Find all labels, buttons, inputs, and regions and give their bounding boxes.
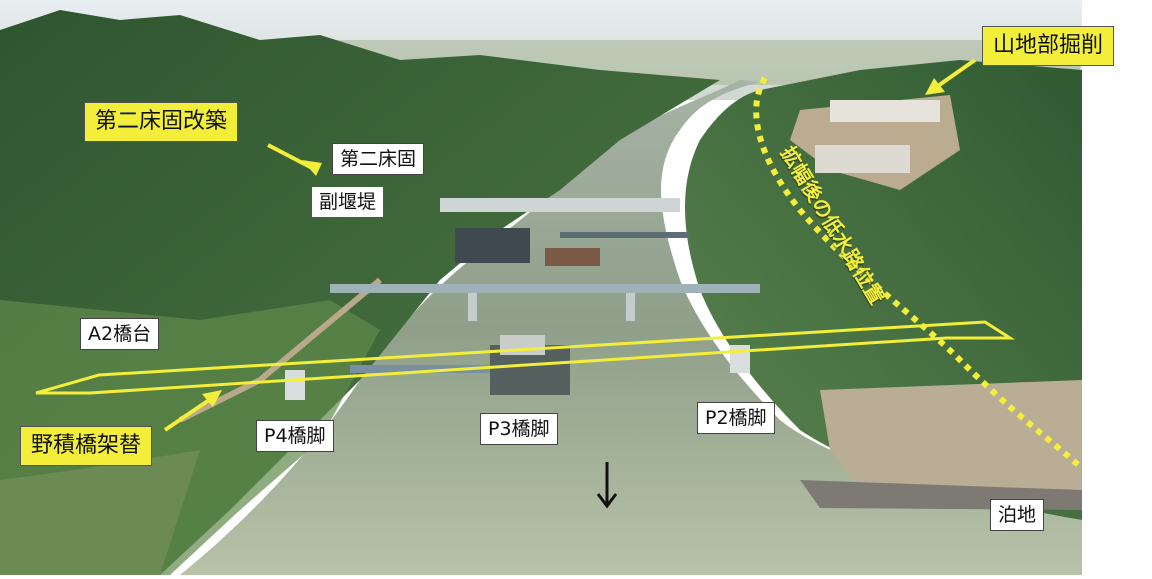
arrow-excavation	[933, 58, 977, 90]
mountain-excavation-label: 山地部掘削	[982, 26, 1115, 66]
a2-abutment-label: A2橋台	[80, 318, 160, 350]
p4-pier-label: P4橋脚	[256, 420, 334, 452]
left-shore	[0, 450, 200, 575]
existing-bridge	[330, 284, 760, 293]
bridge-pier-1	[468, 293, 477, 321]
p4-pier-works	[285, 370, 305, 400]
weir-bridge	[560, 232, 690, 238]
arrow-bridge-head	[202, 390, 222, 407]
arrow-bridge	[163, 396, 214, 432]
p3-pier-label: P3橋脚	[480, 413, 558, 445]
arrow-second-weir-head	[302, 160, 322, 176]
construction-yard	[820, 380, 1082, 500]
p2-pier-works	[730, 345, 750, 373]
p2-pier-label: P2橋脚	[697, 402, 775, 434]
anchorage-label: 泊地	[990, 499, 1045, 531]
second-weir-renovation-label: 第二床固改築	[84, 102, 239, 142]
weir-works-1	[455, 228, 530, 263]
sub-weir-label: 副堰堤	[312, 187, 384, 217]
weir-structure	[440, 198, 680, 212]
down-arrow-icon	[596, 462, 618, 509]
excavation-white	[830, 100, 940, 122]
river-water	[180, 80, 1082, 575]
weir-works-2	[545, 248, 600, 266]
low-water-channel-line	[753, 76, 1084, 471]
arrow-excavation-head	[925, 78, 945, 95]
second-weir-label: 第二床固	[332, 143, 425, 175]
left-bank-road	[178, 277, 382, 423]
bridge-replacement-label: 野積橋架替	[20, 426, 153, 466]
bridge-pier-2	[626, 293, 635, 321]
bridge-outline	[35, 320, 1016, 395]
new-bridge-deck	[350, 365, 500, 373]
right-margin	[1082, 0, 1152, 579]
excavation-white-2	[815, 145, 910, 173]
